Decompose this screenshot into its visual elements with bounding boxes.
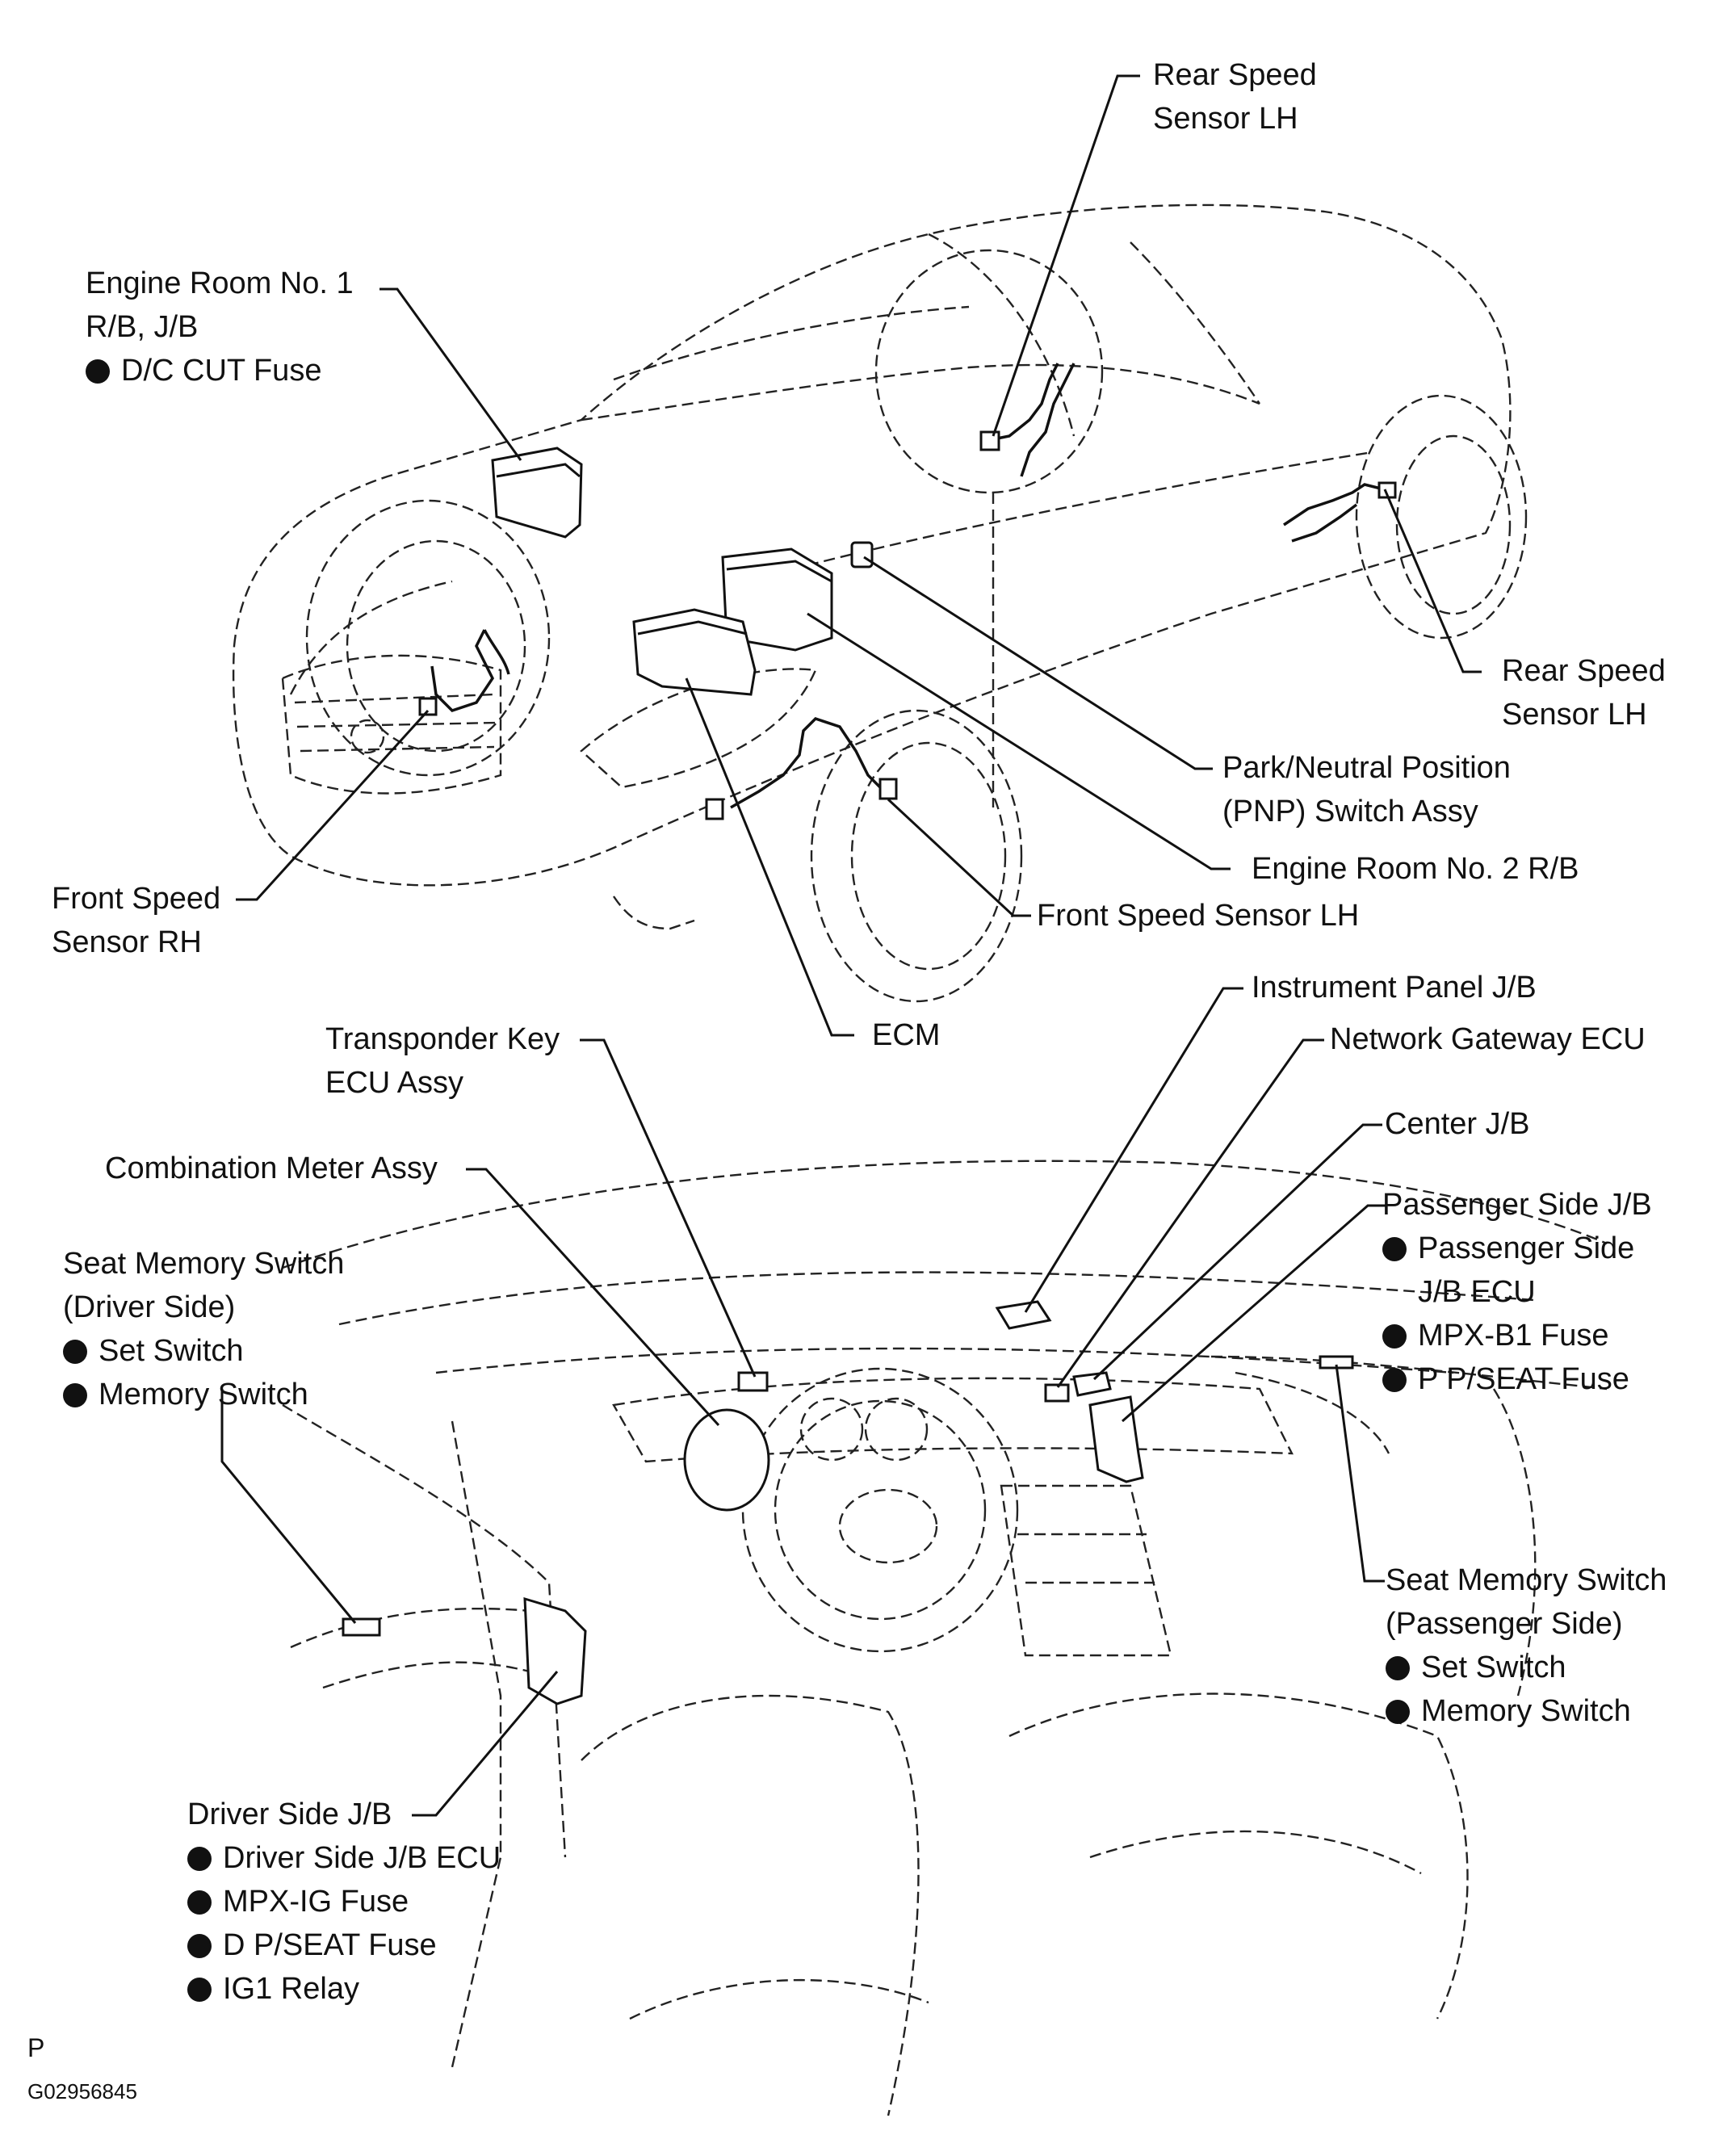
bullet-icon — [1382, 1368, 1407, 1392]
component-shapes-exterior — [418, 363, 1397, 820]
bullet-icon — [187, 1890, 212, 1915]
label-network-gateway-ecu: Network Gateway ECU — [1330, 1022, 1646, 1056]
label-engine-room-no2-rb: Engine Room No. 2 R/B — [1252, 852, 1579, 886]
bullet-icon — [187, 1978, 212, 2002]
label-seat-memory-switch-driver: Seat Memory Switch (Driver Side) Set Swi… — [63, 1247, 345, 1411]
label-instrument-panel-jb: Instrument Panel J/B — [1252, 971, 1537, 1005]
label-driver-side-jb: Driver Side J/B Driver Side J/B ECU MPX-… — [187, 1797, 501, 2006]
bullet-icon — [1386, 1700, 1410, 1724]
label-pnp-switch-assy: Park/Neutral Position (PNP) Switch Assy — [1222, 751, 1511, 828]
car-exterior-illustration — [232, 203, 1528, 1003]
label-combination-meter-assy: Combination Meter Assy — [105, 1151, 438, 1185]
label-engine-room-no1-rb-jb: Engine Room No. 1 R/B, J/B D/C CUT Fuse — [86, 266, 354, 388]
leader-lines — [220, 74, 1482, 1817]
figure-code: G02956845 — [27, 2079, 137, 2104]
bullet-icon — [1386, 1656, 1410, 1680]
label-center-jb: Center J/B — [1385, 1107, 1530, 1141]
footer-letter: P — [27, 2033, 45, 2062]
label-front-speed-sensor-rh: Front Speed Sensor RH — [52, 882, 221, 959]
bullet-icon — [63, 1340, 87, 1364]
bullet-icon — [1382, 1324, 1407, 1349]
label-rear-speed-sensor-lh-right: Rear Speed Sensor LH — [1502, 654, 1666, 732]
label-ecm: ECM — [872, 1018, 941, 1052]
label-transponder-key-ecu-assy: Transponder Key ECU Assy — [325, 1022, 560, 1100]
component-shapes-interior — [342, 1300, 1354, 1705]
label-passenger-side-jb: Passenger Side J/B Passenger Side J/B EC… — [1382, 1188, 1652, 1396]
bullet-icon — [187, 1934, 212, 1958]
bullet-icon — [1382, 1237, 1407, 1261]
bullet-icon — [63, 1383, 87, 1407]
label-rear-speed-sensor-lh-top: Rear Speed Sensor LH — [1153, 58, 1317, 136]
label-front-speed-sensor-lh: Front Speed Sensor LH — [1037, 899, 1360, 933]
interior-illustration — [282, 1160, 1608, 2116]
label-seat-memory-switch-passenger: Seat Memory Switch (Passenger Side) Set … — [1386, 1563, 1667, 1728]
bullet-icon — [187, 1847, 212, 1871]
bullet-icon — [86, 359, 110, 384]
